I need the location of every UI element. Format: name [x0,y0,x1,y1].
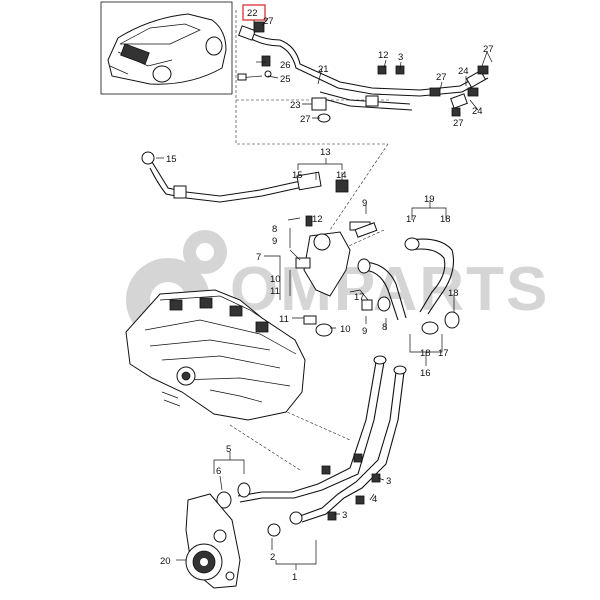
callout-22[interactable]: 22 [247,8,258,19]
watermark-text: OMPARTS [230,255,549,324]
callout-17[interactable]: 17 [354,292,365,303]
callout-18[interactable]: 18 [448,288,459,299]
callout-27[interactable]: 27 [453,118,464,129]
callout-18[interactable]: 18 [420,348,431,359]
lower-coolant-pipes [216,355,407,537]
callout-11[interactable]: 11 [279,314,289,325]
callout-12[interactable]: 12 [312,214,323,225]
upper-coolant-pipe-assembly [237,21,489,123]
callout-10[interactable]: 10 [340,324,351,335]
callout-14[interactable]: 14 [336,170,347,181]
callout-20[interactable]: 20 [160,556,171,567]
callout-24[interactable]: 24 [472,106,483,117]
callout-15[interactable]: 15 [166,154,177,165]
callout-21[interactable]: 21 [318,64,329,75]
callout-9[interactable]: 9 [272,236,277,247]
callout-18[interactable]: 18 [440,214,451,225]
callout-11[interactable]: 11 [270,286,280,297]
callout-3[interactable]: 3 [386,476,391,487]
callout-8[interactable]: 8 [382,322,387,333]
callout-5[interactable]: 5 [226,444,231,455]
callout-3[interactable]: 3 [342,510,347,521]
callout-3[interactable]: 3 [398,52,403,63]
callout-6[interactable]: 6 [216,466,221,477]
callout-labels: 22 27 26 25 21 12 3 27 24 27 23 27 24 27… [160,8,494,583]
callout-17[interactable]: 17 [438,348,449,359]
callout-12[interactable]: 12 [378,50,389,61]
callout-24[interactable]: 24 [458,66,469,77]
engine-block [125,289,306,421]
callout-2[interactable]: 2 [270,552,275,563]
car-icon [107,13,227,85]
callout-26[interactable]: 26 [280,60,291,71]
callout-10[interactable]: 10 [270,274,281,285]
water-pump [185,493,241,589]
callout-27[interactable]: 27 [300,114,311,125]
callout-9[interactable]: 9 [362,326,367,337]
callout-23[interactable]: 23 [290,100,301,111]
callout-7[interactable]: 7 [256,252,261,263]
callout-27[interactable]: 27 [263,16,274,27]
callout-4[interactable]: 4 [372,494,377,505]
callout-1[interactable]: 1 [292,572,297,583]
callout-8[interactable]: 8 [272,224,277,235]
callout-15[interactable]: 15 [292,170,303,181]
callout-19[interactable]: 19 [424,194,435,205]
callout-25[interactable]: 25 [280,74,291,85]
callout-lines [156,17,493,570]
vehicle-inset [100,1,233,95]
coolant-hose-right [354,222,460,335]
callout-27[interactable]: 27 [483,44,494,55]
callout-17[interactable]: 17 [406,214,417,225]
callout-16[interactable]: 16 [420,368,431,379]
callout-27[interactable]: 27 [436,72,447,83]
bleed-hose-assembly [141,151,349,203]
callout-13[interactable]: 13 [320,147,331,158]
callout-9[interactable]: 9 [362,198,367,209]
